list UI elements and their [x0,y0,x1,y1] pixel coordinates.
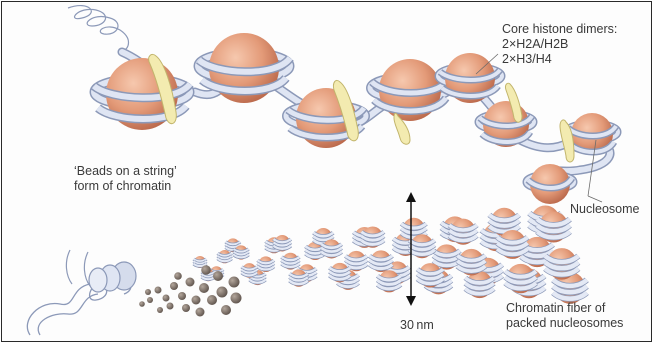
small-bead [170,282,178,290]
scale-label-text: 30 nm [400,318,434,333]
core-histone-label: Core histone dimers: 2×H2A/H2B 2×H3/H4 [502,22,617,67]
fiber-nucleosome [242,263,257,278]
fiber-nucleosome [282,253,300,270]
dna-coil-bottom [27,250,136,335]
fiber-nucleosome [457,249,485,276]
beads-label-line2: form of chromatin [74,179,177,194]
chromatin-fiber [194,205,587,303]
small-bead [178,292,186,300]
small-bead [213,271,223,281]
fiber-nucleosome [258,256,274,272]
small-bead [231,293,242,304]
small-bead [229,277,240,288]
small-bead [182,304,190,312]
beads-label-line1: ‘Beads on a string’ [74,164,177,179]
chromatin-fiber-label: Chromatin fiber of packed nucleosomes [506,301,623,331]
core-histone-label-line3: 2×H3/H4 [502,52,617,67]
small-bead [157,307,163,313]
small-bead [139,301,145,307]
small-bead [167,303,174,310]
dna-coil-top [68,6,129,52]
core-histone-label-line2: 2×H2A/H2B [502,37,617,52]
nucleosome-label-text: Nucleosome [570,202,639,217]
fiber-label-line2: packed nucleosomes [506,316,623,331]
small-bead [155,287,162,294]
small-bead [174,272,182,280]
beads-on-string-label: ‘Beads on a string’ form of chromatin [74,164,177,194]
small-bead [201,265,211,275]
small-bead [163,295,170,302]
fiber-nucleosome [369,250,392,272]
distant-nucleosomes [139,265,241,316]
small-bead [196,308,205,317]
small-bead [221,305,231,315]
small-bead [207,295,217,305]
small-bead [147,297,153,303]
small-bead [199,283,209,293]
small-bead [145,289,151,295]
scale-label: 30 nm [400,318,434,333]
small-bead [217,287,228,298]
fiber-nucleosome [505,264,536,293]
small-bead [186,278,195,287]
fiber-nucleosome [218,250,232,263]
core-histone-label-line1: Core histone dimers: [502,22,617,37]
nucleosome-label: Nucleosome [570,202,639,217]
fiber-label-line1: Chromatin fiber of [506,301,623,316]
fiber-nucleosome [274,235,291,251]
small-bead [192,296,201,305]
